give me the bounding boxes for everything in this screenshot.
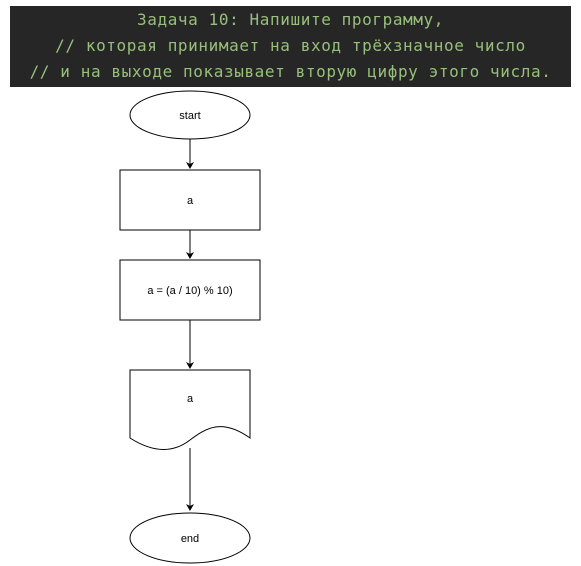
start-terminator: start [129, 90, 251, 140]
output-label: a [187, 393, 194, 405]
process-label: a = (a / 10) % 10) [147, 285, 232, 297]
end-label: end [181, 533, 199, 545]
end-terminator: end [129, 512, 251, 564]
process-block: a = (a / 10) % 10) [119, 259, 261, 321]
input-label: a [187, 195, 194, 207]
output-document: a [129, 369, 251, 451]
task-comment-line-2: // и на выходе показывает вторую цифру э… [29, 62, 552, 81]
task-comment-line-1: // которая принимает на вход трёхзначное… [55, 36, 526, 55]
input-block: a [119, 169, 261, 231]
start-label: start [179, 110, 200, 122]
task-header: Задача 10: Напишите программу, // котора… [10, 6, 571, 87]
task-title: Задача 10: Напишите программу, [137, 10, 444, 29]
